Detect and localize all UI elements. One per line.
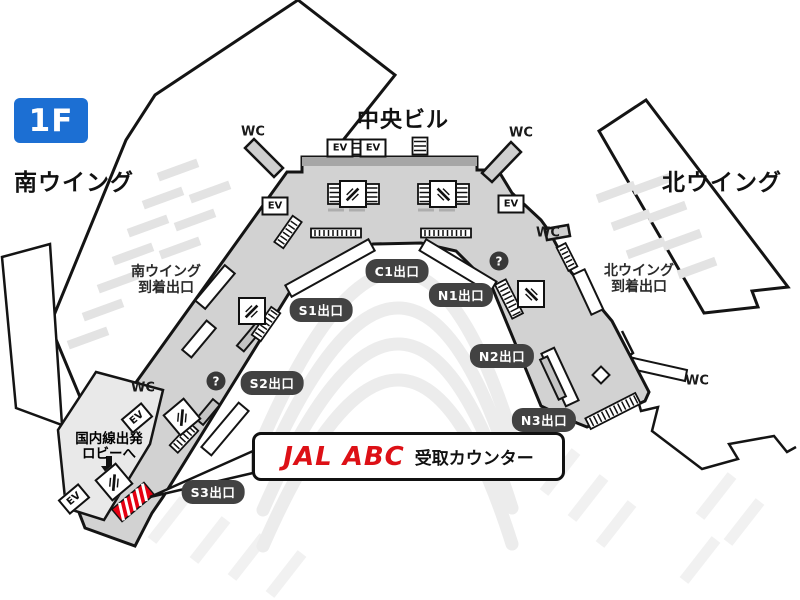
stairs-strip (555, 241, 579, 273)
escalator-up-icon (94, 462, 134, 502)
stairs-strip (454, 183, 470, 205)
exit-badge-s3: S3出口 (181, 480, 245, 504)
domestic-departure-lobby-label: 国内線出発 ロビーへ (75, 431, 143, 462)
wc-corridor-northwest (243, 137, 285, 179)
parking-stripe (126, 214, 170, 238)
parking-stripe (188, 180, 232, 204)
road-stripe (189, 516, 231, 564)
exit-badge-n2: N2出口 (469, 344, 535, 368)
stairs-strip (411, 136, 429, 156)
parking-stripe (66, 326, 110, 350)
north-arrival-exit-label: 北ウイング 到着出口 (604, 263, 674, 295)
gate-slab (571, 267, 605, 317)
pickup-counter-label: 受取カウンター (414, 449, 534, 469)
stairs-strip (250, 305, 282, 343)
gate-slab (591, 365, 611, 385)
wc-corridor-northeast (480, 140, 523, 184)
escalator-down-icon (517, 280, 545, 308)
elevator-box-west: EV (261, 196, 289, 216)
parking-stripe (81, 298, 125, 322)
stairs-strip (364, 183, 380, 205)
jal-abc-callout: JAL ABC 受取カウンター (252, 432, 565, 481)
gate-slab (180, 319, 218, 359)
wc-label-southwest: WC (131, 380, 155, 396)
south-wing-title: 南ウイング (14, 170, 134, 196)
gate-slab (418, 237, 498, 295)
exit-badge-n3: N3出口 (511, 408, 577, 432)
parking-stripe (158, 236, 202, 260)
escalator-up-icon (339, 180, 367, 208)
wc-label-northwest: WC (241, 124, 265, 140)
exit-badge-c1: C1出口 (365, 259, 429, 283)
gate-slab (283, 237, 377, 299)
road-stripe (567, 474, 609, 522)
exit-badge-n1: N1出口 (428, 283, 494, 307)
road-stripe (595, 500, 637, 548)
gate-slab (199, 401, 251, 457)
information-icon: ? (489, 251, 509, 271)
road-stripe (723, 498, 765, 546)
parking-stripe (173, 208, 217, 232)
wc-label-southeast: WC (685, 373, 709, 389)
southeast-building-outline (620, 330, 797, 471)
stairs-strip (273, 214, 303, 250)
road-stripe (679, 536, 721, 584)
parking-stripe (141, 186, 185, 210)
stairs-strip (310, 227, 362, 239)
stairs-strip (420, 227, 472, 239)
wc-label-east: WC (536, 225, 560, 241)
exit-badge-s1: S1出口 (289, 298, 353, 322)
central-building-title: 中央ビル (356, 108, 450, 133)
parking-stripe (595, 180, 637, 204)
elevator-box-central-2: EV (359, 138, 387, 158)
road-stripe (265, 550, 307, 598)
elevator-box-east: EV (497, 194, 525, 214)
parking-stripe (661, 228, 703, 252)
gate-slab (538, 355, 568, 401)
north-wing-title: 北ウイング (662, 170, 782, 196)
gate-slab (194, 397, 222, 427)
south-arrival-exit-label: 南ウイング 到着出口 (131, 264, 201, 296)
parking-stripe (631, 172, 673, 196)
parking-stripe (96, 270, 140, 294)
road-stripe (695, 472, 737, 520)
parking-stripe (625, 236, 667, 260)
wc-label-northeast: WC (509, 125, 533, 141)
information-icon: ? (206, 371, 226, 391)
gate-slab (193, 263, 237, 311)
elevator-box-central-1: EV (326, 138, 354, 158)
stairs-strip (493, 278, 525, 320)
parking-stripe (111, 242, 155, 266)
escalator-up-icon (162, 397, 202, 437)
exit-badge-s2: S2出口 (240, 371, 304, 395)
parking-stripe (156, 158, 200, 182)
jal-abc-brand-text: JAL ABC (283, 441, 405, 472)
parking-stripe (610, 208, 652, 232)
floor-badge: 1F (14, 98, 88, 143)
wc-corridor-east (543, 223, 572, 242)
escalator-up-icon (238, 297, 266, 325)
far-left-building (0, 242, 64, 427)
escalator-down-icon (429, 180, 457, 208)
parking-stripe (676, 256, 718, 280)
jal-abc-counter-marker (110, 481, 156, 523)
parking-stripe (646, 200, 688, 224)
terminal-parapet (302, 157, 477, 166)
north-parking-building (596, 97, 791, 315)
stairs-strip (584, 391, 642, 431)
road-stripe (147, 496, 189, 544)
